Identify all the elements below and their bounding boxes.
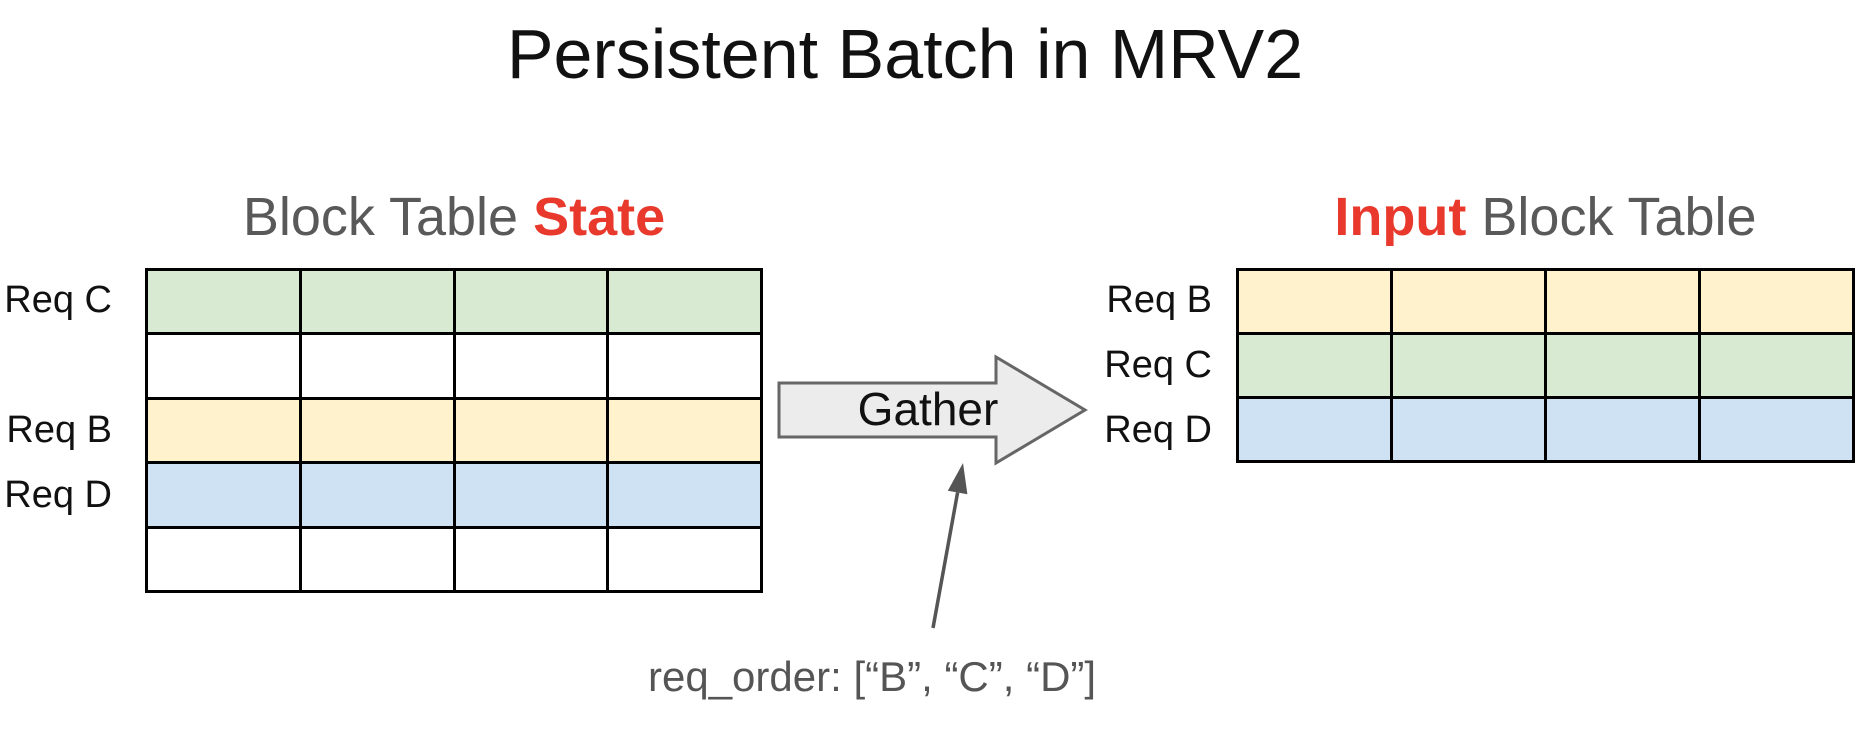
table-cell <box>148 271 302 333</box>
row-label-empty <box>0 333 112 398</box>
table-cell <box>609 529 760 590</box>
table-cell <box>1547 399 1701 460</box>
table-cell <box>302 335 456 397</box>
table-cell <box>1393 399 1547 460</box>
table-cell <box>1701 335 1852 396</box>
left-block-table <box>145 268 763 593</box>
table-cell <box>609 335 760 396</box>
table-cell <box>609 464 760 525</box>
table-row <box>1239 399 1852 460</box>
table-cell <box>609 271 760 332</box>
right-table-row-labels: Req B Req C Req D <box>1060 268 1212 463</box>
table-cell <box>456 528 610 591</box>
table-cell <box>302 271 456 333</box>
gather-arrow-label: Gather <box>857 383 999 435</box>
right-table-heading: Input Block Table <box>1236 188 1855 246</box>
table-cell <box>148 399 302 462</box>
table-row <box>1239 335 1852 399</box>
table-cell <box>609 400 760 461</box>
diagram-title: Persistent Batch in MRV2 <box>506 15 1304 93</box>
table-row <box>148 464 760 529</box>
gather-arrow-icon <box>777 354 1088 466</box>
callout-arrow-icon <box>931 463 968 629</box>
table-cell <box>1393 335 1547 396</box>
left-heading-highlight-text: State <box>533 187 666 247</box>
table-cell <box>1701 271 1852 332</box>
table-row <box>148 271 760 336</box>
right-heading-highlight-text: Input <box>1334 187 1467 247</box>
table-cell <box>1239 335 1393 396</box>
table-cell <box>1239 399 1393 460</box>
left-table-row-labels: Req C Req B Req D <box>0 268 112 593</box>
table-row <box>148 335 760 400</box>
row-label: Req C <box>4 279 112 321</box>
table-row <box>148 399 760 465</box>
right-heading-plain-text: Block Table <box>1481 187 1757 247</box>
table-row <box>148 528 760 591</box>
table-cell <box>302 528 456 591</box>
table-cell <box>456 271 610 333</box>
table-cell <box>456 399 610 462</box>
row-label-empty <box>0 528 112 593</box>
row-label: Req D <box>1104 409 1212 451</box>
left-heading-plain-text: Block Table <box>242 187 519 247</box>
table-cell <box>302 399 456 462</box>
table-cell <box>148 464 302 526</box>
left-table-heading: Block Table State <box>145 188 763 246</box>
req-order-annotation: req_order: [“B”, “C”, “D”] <box>648 653 1097 700</box>
table-cell <box>148 335 302 397</box>
table-cell <box>456 335 610 397</box>
row-label: Req D <box>4 474 112 516</box>
table-cell <box>1393 271 1547 332</box>
table-cell <box>302 464 456 526</box>
row-label: Req B <box>1106 279 1212 321</box>
table-row <box>1239 271 1852 335</box>
table-cell <box>456 464 610 526</box>
row-label: Req B <box>6 409 112 451</box>
table-cell <box>1547 271 1701 332</box>
table-cell <box>1547 335 1701 396</box>
row-label: Req C <box>1104 344 1212 386</box>
right-block-table <box>1236 268 1855 463</box>
table-cell <box>1701 399 1852 460</box>
table-cell <box>148 528 302 591</box>
table-cell <box>1239 271 1393 332</box>
